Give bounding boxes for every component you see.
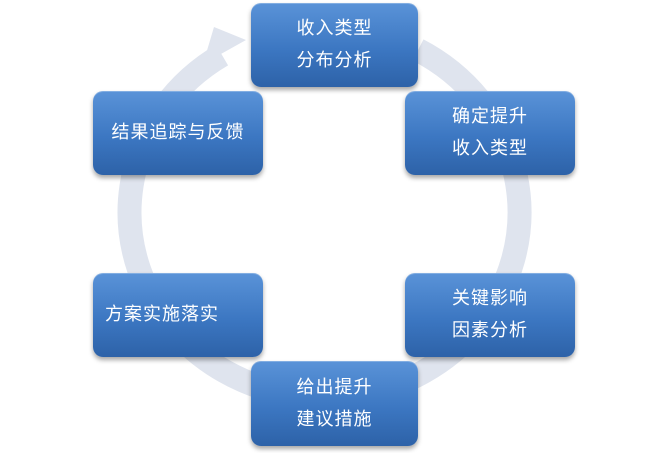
node-plan-implementation: 方案实施落实 bbox=[93, 273, 263, 357]
node-line: 确定提升 bbox=[452, 106, 528, 127]
node-line: 结果追踪与反馈 bbox=[111, 122, 245, 143]
node-key-factor-analysis: 关键影响 因素分析 bbox=[405, 273, 575, 357]
node-line: 方案实施落实 bbox=[105, 304, 219, 325]
node-determine-income-type: 确定提升 收入类型 bbox=[405, 91, 575, 175]
cycle-arrowhead-icon bbox=[203, 27, 246, 64]
node-line: 关键影响 bbox=[452, 288, 528, 309]
node-line: 分布分析 bbox=[296, 50, 373, 71]
node-line: 给出提升 bbox=[296, 376, 373, 398]
node-line: 收入类型 bbox=[452, 138, 528, 159]
node-result-tracking: 结果追踪与反馈 bbox=[93, 91, 263, 175]
node-line: 建议措施 bbox=[296, 408, 373, 430]
node-improvement-suggestions: 给出提升 建议措施 bbox=[251, 361, 418, 446]
node-line: 收入类型 bbox=[296, 18, 373, 39]
node-line: 因素分析 bbox=[452, 320, 528, 341]
node-income-type-analysis: 收入类型 分布分析 bbox=[251, 3, 418, 87]
